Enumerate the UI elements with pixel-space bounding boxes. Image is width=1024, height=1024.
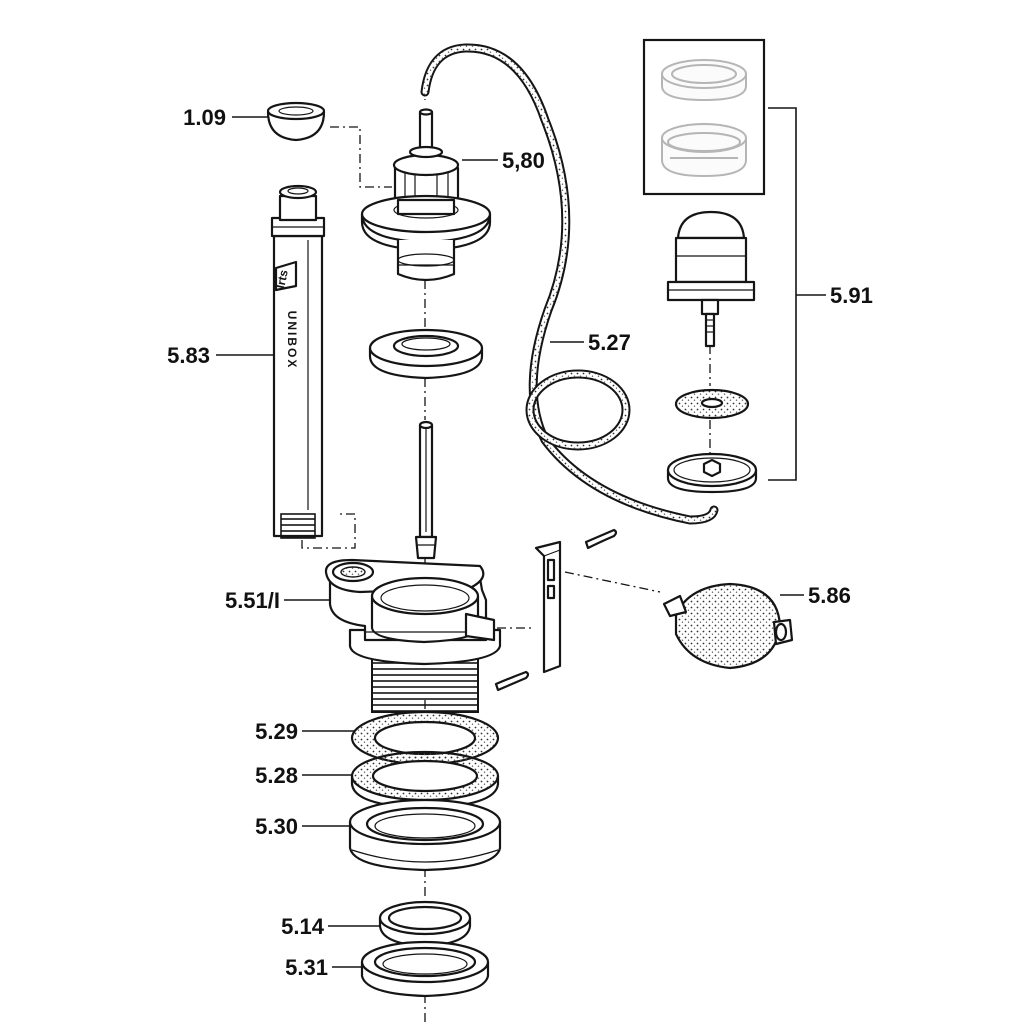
label-5-80: 5,80 [502, 148, 545, 173]
label-5-91: 5.91 [830, 283, 873, 308]
part-5-91-washer [674, 388, 750, 420]
label-5-51: 5.51/I [225, 588, 280, 613]
part-5-91-float-valve [666, 210, 756, 348]
label-5-30: 5.30 [255, 814, 298, 839]
part-5-51-housing [324, 558, 502, 713]
label-5-31: 5.31 [285, 955, 328, 980]
label-5-28: 5.28 [255, 763, 298, 788]
part-5-27-flex-tube [420, 43, 719, 525]
label-5-27: 5.27 [588, 330, 631, 355]
part-guide-rod [414, 420, 438, 560]
part-5-80-gasket [368, 328, 484, 380]
part-5-14-ring [378, 900, 472, 948]
part-5-83-overflow-tube: Irts UNIBOX [270, 184, 326, 539]
label-5-83: 5.83 [167, 343, 210, 368]
part-5-31-nut [360, 940, 490, 998]
label-5-29: 5.29 [255, 719, 298, 744]
part-1-09-cap [266, 101, 326, 142]
part-5-29-washer [350, 710, 500, 766]
label-1-09: 1.09 [183, 105, 226, 130]
product-stamp: UNIBOX [285, 311, 299, 370]
label-5-14: 5.14 [281, 914, 325, 939]
brand-stamp: Irts [273, 268, 291, 289]
part-5-30-nut [348, 798, 502, 872]
part-clip-bracket [494, 528, 618, 692]
part-labels: 1.09 5,80 5.83 5.27 5.91 5.51/I 5.86 5.2… [167, 105, 873, 980]
part-5-80-valve [360, 108, 492, 282]
part-5-28-washer [350, 750, 500, 810]
part-5-91-inset [642, 38, 766, 196]
part-5-91-diaphragm [666, 452, 758, 494]
label-5-86: 5.86 [808, 583, 851, 608]
part-5-86-float [662, 582, 794, 670]
leader-lines [216, 107, 826, 968]
